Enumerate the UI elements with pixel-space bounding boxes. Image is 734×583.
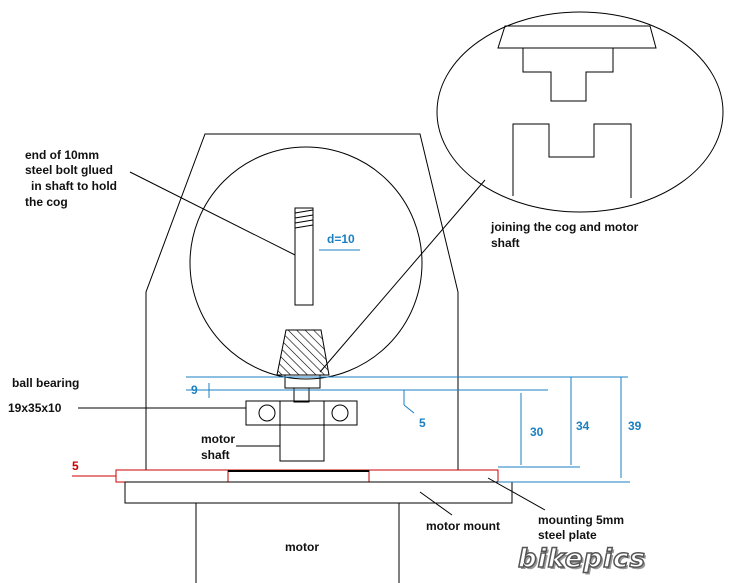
large-circle [189,146,423,380]
label-plate-line1: mounting 5mm [538,513,624,527]
dim-30: 30 [530,425,544,439]
zoom-shaft-slot [512,123,632,198]
label-joining-line2: shaft [491,236,520,250]
dim-39: 39 [628,419,642,433]
label-plate-line2: steel plate [538,528,597,542]
label-bolt-line2: steel bolt glued [25,163,114,177]
zoom-leader [319,179,486,373]
label-bolt-line4: the cog [25,195,68,209]
label-bearing-size: 19x35x10 [8,401,62,415]
housing-outline [145,133,459,470]
leader-motor-mount [419,491,453,516]
dim-34: 34 [576,419,590,433]
leader-plate [487,477,546,511]
bearing-inner [279,400,325,426]
label-d10: d=10 [327,232,355,246]
motor-mount [124,481,513,504]
motor-body [195,502,400,583]
dim-9: 9 [191,383,198,397]
label-motor-mount: motor mount [426,519,500,533]
bolt [294,207,314,306]
zoom-cog-tenon [522,48,614,102]
motor-shaft [279,424,325,462]
bolt-thread [294,209,314,229]
dimension-lines [186,249,630,483]
zoom-circle [436,11,724,213]
cog [276,329,330,376]
label-bolt-line1: end of 10mm [25,148,100,162]
leader-bolt [129,171,296,256]
label-motor: motor [285,540,319,554]
bearing-ball-right [331,404,349,422]
dim-5-right: 5 [419,416,426,430]
label-joining-line1: joining the cog and motor [491,220,639,234]
watermark-logo: bikepics [517,543,646,575]
dim-5-left: 5 [72,459,79,473]
shaft-upper [293,387,310,403]
label-motor-shaft-line1: motor [201,432,235,446]
bearing-ball-left [258,404,276,422]
zoom-cog-cap [497,25,657,49]
label-motor-shaft-line2: shaft [201,448,230,462]
label-ball-bearing: ball bearing [12,376,80,390]
label-bolt-line3: in shaft to hold [31,179,117,193]
